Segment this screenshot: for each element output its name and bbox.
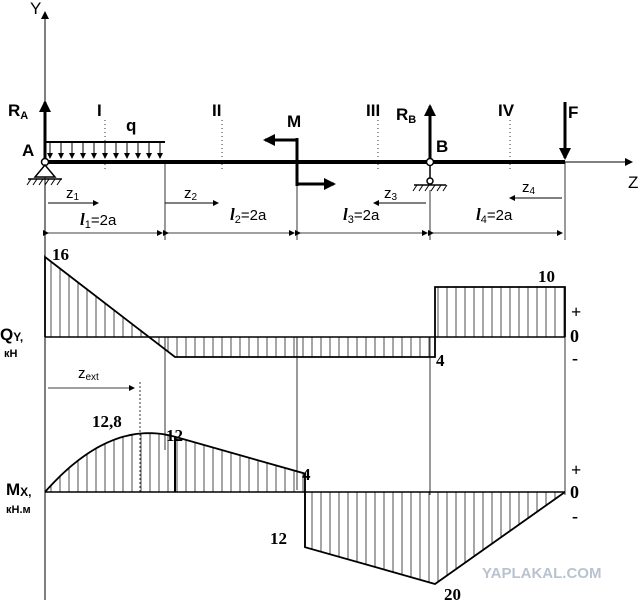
shear-value-16: 16	[52, 245, 69, 264]
z4-label: z4	[522, 179, 536, 197]
load-q-label: q	[126, 116, 136, 135]
moment-value-12-top: 12	[166, 426, 183, 445]
moment-value-4: 4	[302, 465, 311, 484]
moment-sign-plus: +	[571, 460, 581, 480]
shear-unit: кН	[4, 348, 18, 360]
shear-sign-zero: 0	[570, 326, 579, 346]
shear-value-4: 4	[436, 351, 445, 370]
reaction-a-label: RA	[8, 101, 28, 122]
section-label-2: II	[212, 101, 221, 120]
y-axis-label: Y	[30, 0, 41, 18]
moment-value-20: 20	[444, 585, 461, 602]
shear-sign-plus: +	[571, 302, 581, 322]
length-l1-label: l1=2a	[80, 210, 117, 231]
length-l2-label: l2=2a	[230, 205, 267, 226]
section-lines	[104, 120, 511, 170]
moment-value-12-8: 12,8	[92, 412, 122, 431]
support-b	[412, 157, 448, 192]
moment-sign-minus: -	[572, 506, 578, 526]
moment-m-label: M	[287, 112, 301, 131]
moment-value-12-bottom: 12	[270, 529, 287, 548]
reaction-b-label: RB	[396, 105, 416, 126]
moment-sign-zero: 0	[570, 482, 579, 502]
zext-label: zext	[78, 365, 99, 383]
z-axis-label: Z	[628, 173, 638, 192]
moment-m	[263, 134, 336, 190]
support-a-label: A	[22, 141, 34, 160]
length-l4-label: l4=2a	[476, 205, 513, 226]
z1-label: z1	[66, 185, 80, 203]
section-label-1: I	[97, 101, 102, 120]
shear-value-10: 10	[538, 267, 555, 286]
force-f-label: F	[568, 103, 578, 122]
length-l3-label: l3=2a	[343, 205, 380, 226]
moment-outline	[44, 432, 566, 585]
support-a	[26, 157, 62, 186]
distributed-load-q	[45, 141, 165, 159]
moment-hatching	[50, 433, 565, 583]
z2-label: z2	[184, 185, 198, 203]
shear-sign-minus: -	[572, 348, 578, 368]
shear-outline	[44, 255, 566, 358]
shear-axis-label: QY,	[0, 325, 23, 344]
section-label-4: IV	[498, 101, 515, 120]
z3-label: z3	[384, 185, 398, 203]
moment-axis-label: MX,	[6, 480, 32, 499]
watermark: YAPLAKAL.COM	[482, 565, 601, 582]
moment-unit: кН.м	[6, 504, 31, 516]
support-b-label: B	[436, 137, 448, 156]
dimension-lines	[164, 162, 566, 240]
shear-hatching	[50, 261, 565, 357]
section-label-3: III	[366, 101, 380, 120]
